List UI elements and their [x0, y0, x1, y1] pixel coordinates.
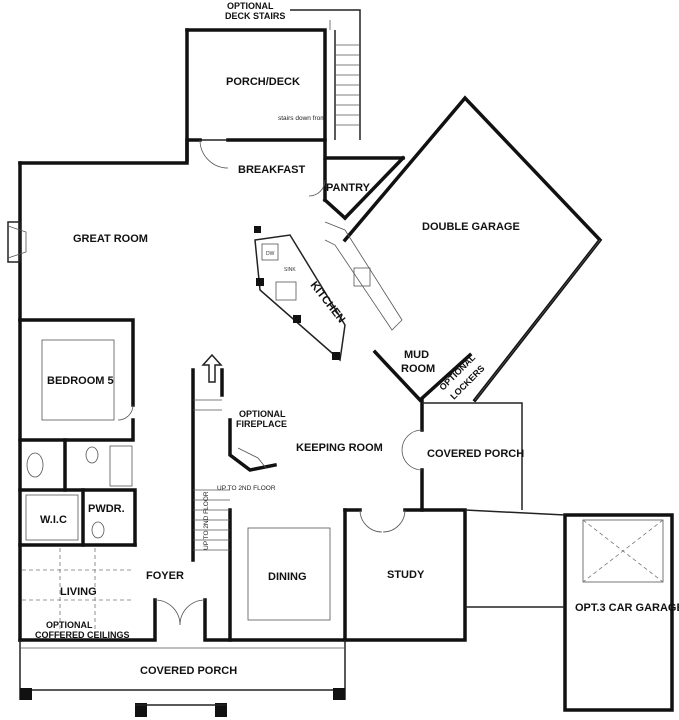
fireplace-note-2: FIREPLACE: [236, 419, 287, 429]
breakfast-label: BREAKFAST: [238, 164, 306, 176]
mud-room-label-1: MUD: [404, 349, 429, 361]
opt-garage-label: OPT.3 CAR GARAGE: [575, 602, 679, 614]
walls: [18, 28, 674, 712]
covered-porch-side-label: COVERED PORCH: [427, 448, 524, 460]
mud-room-label-2: ROOM: [401, 363, 435, 375]
up-to-2nd-note-2: UP TO 2ND FLOOR: [203, 491, 210, 550]
dining-label: DINING: [268, 571, 307, 583]
dw-label: DW: [266, 251, 275, 257]
stairs-down-note: stairs down from: [278, 115, 326, 122]
great-room-label: GREAT ROOM: [73, 233, 148, 245]
bedroom5-label: BEDROOM 5: [47, 375, 114, 387]
deck-stairs: [290, 9, 361, 140]
kitchen-label: KITCHEN: [308, 279, 348, 325]
living-label: LIVING: [60, 586, 97, 598]
up-to-2nd-note-1: UP TO 2ND FLOOR: [217, 485, 276, 492]
sink-label: SINK: [284, 267, 296, 273]
double-garage-label: DOUBLE GARAGE: [422, 221, 520, 233]
pantry-label: PANTRY: [326, 182, 371, 194]
foyer-label: FOYER: [146, 570, 184, 582]
front-porch: [19, 640, 346, 717]
wic-label: W.I.C: [40, 514, 67, 526]
deck-stairs-note-1: OPTIONAL: [227, 1, 274, 11]
deck-stairs-note-2: DECK STAIRS: [225, 11, 285, 21]
study-label: STUDY: [387, 569, 425, 581]
coffered-note-2: COFFERED CEILINGS: [35, 630, 130, 640]
porch-deck-label: PORCH/DECK: [226, 76, 300, 88]
fireplace-note-1: OPTIONAL: [239, 409, 286, 419]
interior-details: [7, 20, 664, 638]
covered-porch-front-label: COVERED PORCH: [140, 665, 237, 677]
keeping-room-label: KEEPING ROOM: [296, 442, 383, 454]
pwdr-label: PWDR.: [88, 503, 125, 515]
coffered-note-1: OPTIONAL: [46, 620, 93, 630]
